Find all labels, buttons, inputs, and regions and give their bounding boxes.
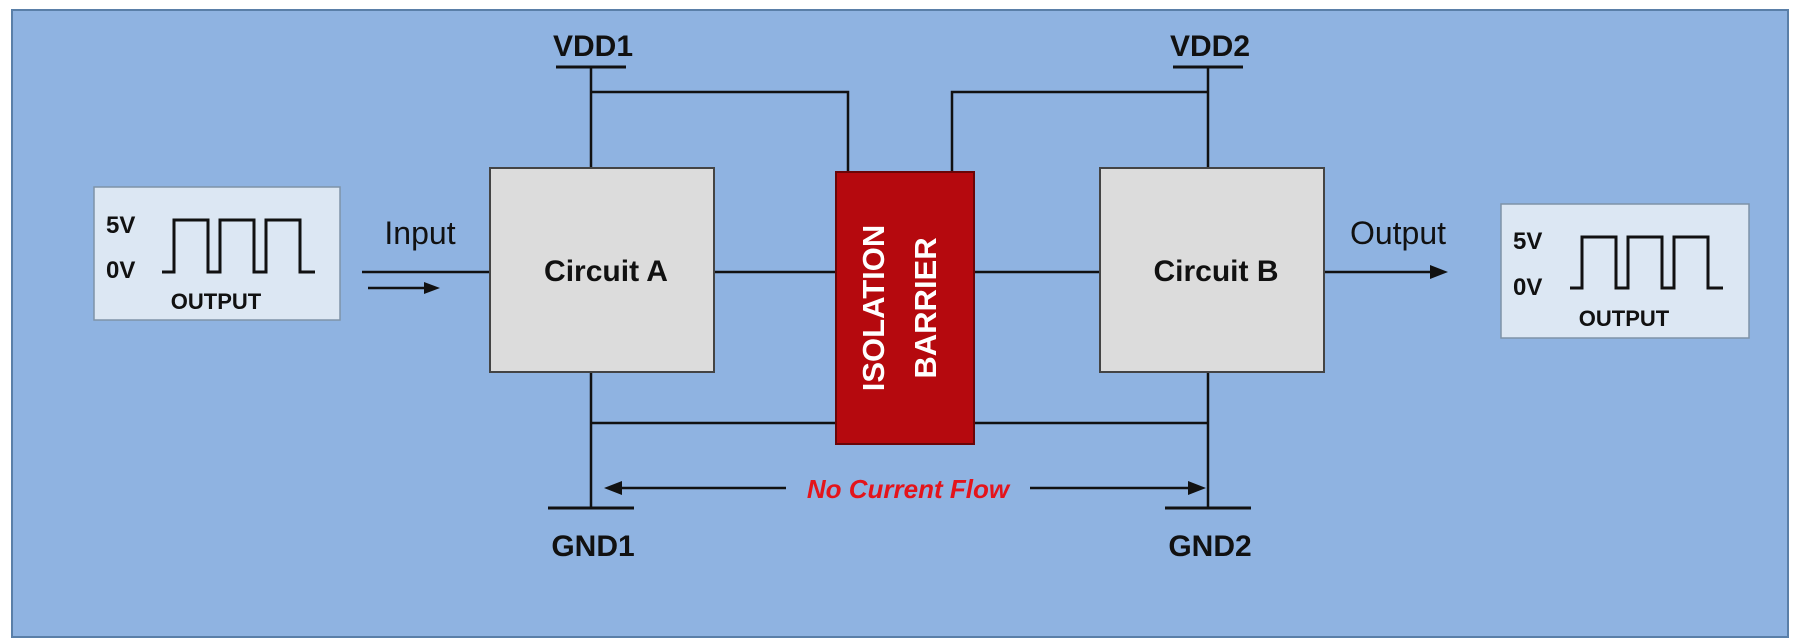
right-low-label: 0V bbox=[1513, 274, 1542, 301]
circuit-b-box bbox=[1099, 167, 1325, 373]
vdd1-label: VDD1 bbox=[553, 30, 633, 63]
circuit-b-label: Circuit B bbox=[1153, 255, 1278, 288]
vdd1-to-barrier-wire bbox=[591, 90, 850, 172]
input-label: Input bbox=[384, 215, 455, 251]
no-current-flow-indicator: No Current Flow bbox=[604, 474, 1206, 504]
right-signal-box: 5V 0V OUTPUT bbox=[1500, 203, 1750, 339]
output-arrowhead bbox=[1430, 265, 1448, 279]
no-current-flow-label: No Current Flow bbox=[807, 474, 1011, 504]
left-square-wave bbox=[162, 218, 315, 274]
circuit-a: Circuit A bbox=[489, 167, 715, 373]
barrier-line2: BARRIER bbox=[908, 237, 943, 378]
barrier-line1: ISOLATION bbox=[856, 225, 891, 391]
circuit-b: Circuit B bbox=[1099, 167, 1325, 373]
input-arrowhead bbox=[424, 282, 440, 294]
right-high-label: 5V bbox=[1513, 228, 1542, 255]
vdd2-label: VDD2 bbox=[1170, 30, 1250, 63]
left-high-label: 5V bbox=[106, 212, 135, 239]
power-symbols: VDD1 VDD2 GND1 GND2 bbox=[548, 30, 1252, 563]
wiring bbox=[362, 68, 1448, 507]
right-caption: OUTPUT bbox=[1579, 306, 1670, 331]
left-low-label: 0V bbox=[106, 257, 135, 284]
isolation-barrier: ISOLATION BARRIER bbox=[835, 171, 975, 445]
left-caption: OUTPUT bbox=[171, 289, 262, 314]
circuit-a-box bbox=[489, 167, 715, 373]
vdd2-to-barrier-wire bbox=[950, 90, 1208, 172]
no-current-right-arrowhead bbox=[1188, 481, 1206, 495]
right-square-wave bbox=[1570, 235, 1723, 290]
left-signal-box: 5V 0V OUTPUT bbox=[93, 186, 341, 321]
barrier-box bbox=[835, 171, 975, 445]
output-label: Output bbox=[1350, 215, 1446, 251]
gnd1-label: GND1 bbox=[551, 530, 634, 563]
circuit-a-label: Circuit A bbox=[544, 255, 668, 288]
no-current-left-arrowhead bbox=[604, 481, 622, 495]
gnd2-label: GND2 bbox=[1168, 530, 1251, 563]
